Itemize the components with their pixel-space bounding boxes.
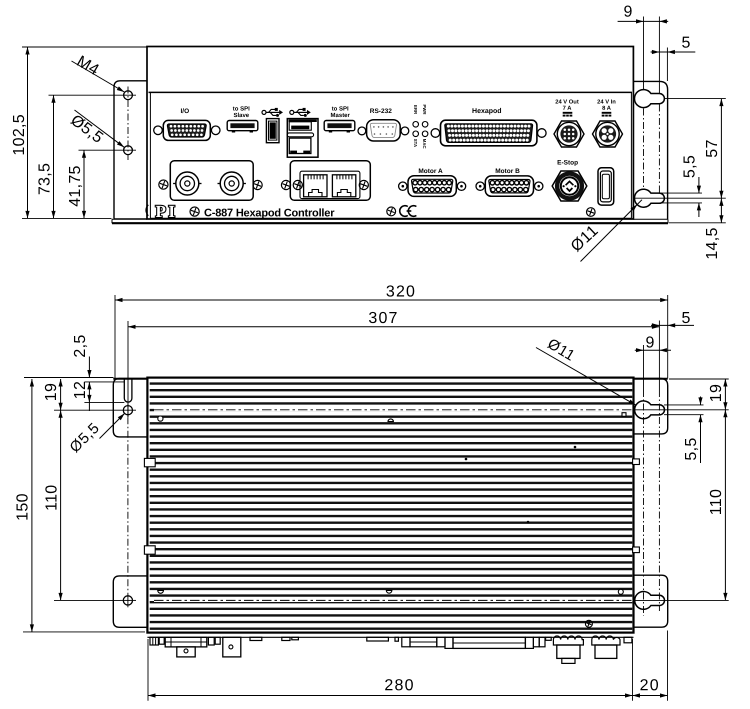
svg-text:Motor B: Motor B (495, 168, 520, 175)
svg-text:PWR: PWR (422, 105, 427, 116)
svg-text:19: 19 (708, 384, 725, 402)
svg-text:MAC: MAC (422, 139, 427, 149)
svg-text:110: 110 (708, 489, 725, 515)
svg-text:STA: STA (413, 139, 418, 147)
svg-text:5,5: 5,5 (683, 437, 700, 460)
svg-text:5: 5 (682, 35, 691, 52)
svg-text:12: 12 (72, 381, 89, 399)
svg-text:5: 5 (682, 310, 691, 327)
svg-text:41,75: 41,75 (67, 165, 84, 207)
svg-text:110: 110 (43, 484, 60, 510)
svg-text:Motor A: Motor A (418, 168, 443, 175)
svg-text:to SPI: to SPI (332, 105, 349, 112)
svg-text:C-887 Hexapod Controller: C-887 Hexapod Controller (204, 207, 335, 219)
svg-text:19: 19 (43, 383, 60, 401)
svg-text:RS-232: RS-232 (370, 108, 392, 115)
svg-text:Master: Master (331, 112, 351, 119)
svg-text:7 A: 7 A (563, 106, 573, 112)
svg-text:5,5: 5,5 (682, 155, 699, 178)
svg-text:8 A: 8 A (602, 105, 612, 112)
svg-text:ERR: ERR (413, 105, 418, 115)
svg-text:24 V Out: 24 V Out (555, 98, 579, 105)
svg-text:PI: PI (155, 202, 177, 221)
svg-text:20: 20 (640, 677, 660, 694)
svg-text:24 V In: 24 V In (597, 98, 616, 105)
svg-text:9: 9 (624, 4, 633, 21)
svg-text:73,5: 73,5 (37, 163, 54, 195)
svg-text:57: 57 (704, 139, 721, 157)
svg-text:307: 307 (368, 310, 398, 327)
svg-text:Slave: Slave (233, 112, 249, 119)
svg-text:320: 320 (386, 283, 416, 300)
svg-text:9: 9 (646, 334, 655, 351)
svg-text:280: 280 (384, 677, 414, 694)
svg-text:to SPI: to SPI (233, 105, 250, 112)
svg-text:I/O: I/O (180, 108, 189, 115)
svg-text:150: 150 (15, 493, 32, 521)
svg-text:E-Stop: E-Stop (557, 159, 578, 166)
svg-text:102,5: 102,5 (11, 114, 28, 156)
svg-text:Hexapod: Hexapod (472, 107, 502, 115)
svg-text:14,5: 14,5 (704, 227, 721, 259)
svg-text:2,5: 2,5 (72, 334, 89, 357)
